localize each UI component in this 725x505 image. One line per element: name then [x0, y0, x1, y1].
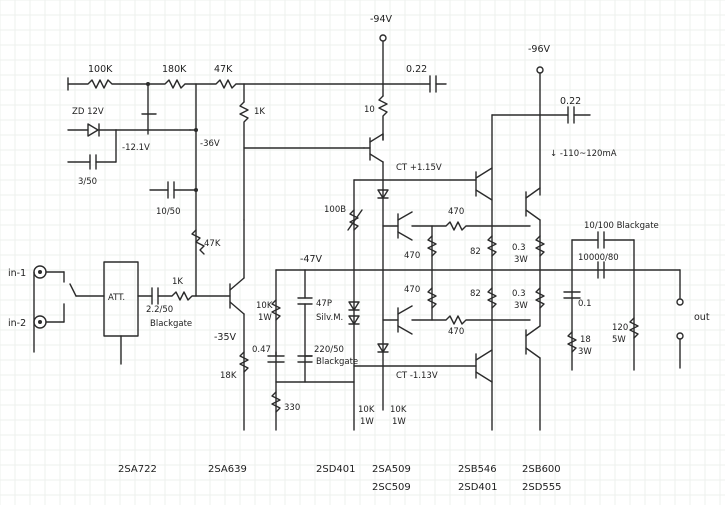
- resistor-47k-vertical: [191, 229, 205, 255]
- label-r1k-a: 1K: [254, 107, 265, 117]
- output-stage: [475, 167, 681, 431]
- bypass-cap-10-50: [149, 181, 198, 199]
- label-bg2: Blackgate: [316, 357, 358, 367]
- label-c47p: 47P: [316, 299, 332, 309]
- transistor-type-label: 2SA639: [208, 464, 247, 475]
- label-r47k-top: 47K: [214, 64, 233, 75]
- input-transistor-2sa639: [229, 83, 365, 431]
- label-c022-b: 0.22: [560, 96, 581, 107]
- output-network: [563, 231, 684, 371]
- label-in1: in-1: [8, 268, 26, 279]
- label-c10000: 10000/80: [578, 253, 619, 263]
- label-c220: 220/50: [314, 345, 344, 355]
- label-r47k-v: 47K: [204, 239, 221, 249]
- transistor-type-label: 2SB546: [458, 464, 497, 475]
- label-r470-c: 470: [404, 285, 420, 295]
- rail-96v: [491, 66, 591, 431]
- label-w3-a: 3W: [514, 255, 528, 265]
- label-r470-b: 470: [404, 251, 420, 261]
- component-labels: -94V -96V -47V -35V -12.1V -36V in-1 in-2 out ATT…: [8, 14, 710, 427]
- label-c022-a: 0.22: [406, 64, 427, 75]
- label-mid: -47V: [300, 254, 323, 265]
- label-v1: -94V: [370, 14, 393, 25]
- label-r10k-a: 10K: [358, 405, 375, 415]
- rail-94v: [67, 34, 447, 141]
- bias-diodes: [347, 179, 477, 431]
- label-current: ↓ -110~120mA: [550, 149, 617, 159]
- label-r03-a: 0.3: [512, 243, 526, 253]
- label-r180k: 180K: [162, 64, 187, 75]
- label-ct-top: CT +1.15V: [396, 163, 442, 173]
- label-c047: 0.47: [252, 345, 271, 355]
- input-selector: [33, 265, 105, 353]
- label-w3-b: 3W: [514, 301, 528, 311]
- label-silm: Silv.M.: [316, 313, 343, 323]
- attenuator-block: [103, 261, 231, 365]
- label-r18: 18: [580, 335, 591, 345]
- label-r10: 10: [364, 105, 375, 115]
- label-w1-a: 1W: [360, 417, 374, 427]
- label-r120: 120: [612, 323, 628, 333]
- label-c10-50: 10/50: [156, 207, 181, 217]
- transistor-type-label: 2SC509: [372, 482, 411, 493]
- label-r82-a: 82: [470, 247, 481, 257]
- label-r470-d: 470: [448, 327, 464, 337]
- transistor-type-label: 2SD555: [522, 482, 562, 493]
- label-att: ATT.: [108, 293, 125, 303]
- label-vr100b: 100B: [324, 205, 346, 215]
- label-bg1: Blackgate: [150, 319, 192, 329]
- label-r100k: 100K: [88, 64, 113, 75]
- label-c3-50: 3/50: [78, 177, 97, 187]
- label-r1k-in: 1K: [172, 277, 183, 287]
- label-c10-100: 10/100 Blackgate: [584, 221, 659, 231]
- label-r330: 330: [284, 403, 300, 413]
- label-r82-b: 82: [470, 289, 481, 299]
- label-w3-c: 3W: [578, 347, 592, 357]
- label-w1-b: 1W: [392, 417, 406, 427]
- driver-transistors-2sa509-2sc509: [382, 211, 531, 335]
- transistor-legend: 2SA722 2SA639 2SD401 2SA509 2SC509 2SB546 2SD4…: [118, 464, 562, 493]
- label-out: out: [694, 312, 710, 323]
- feedback-network: [267, 269, 493, 431]
- label-w5: 5W: [612, 335, 626, 345]
- label-r10k-b: 10K: [390, 405, 407, 415]
- label-zener: -12.1V: [122, 143, 150, 153]
- label-r03-b: 0.3: [512, 289, 526, 299]
- label-w1: 1W: [258, 313, 272, 323]
- label-c01: 0.1: [578, 299, 592, 309]
- transistor-type-label: 2SA509: [372, 464, 411, 475]
- label-ct-bot: CT -1.13V: [396, 371, 438, 381]
- vas-transistor-2sd401: [363, 133, 384, 411]
- label-zd: ZD 12V: [72, 107, 104, 117]
- transistor-type-label: 2SB600: [522, 464, 561, 475]
- label-r10k-1w: 10K: [256, 301, 273, 311]
- label-c-in: 2.2/50: [146, 305, 173, 315]
- label-in-stage: -35V: [214, 332, 237, 343]
- transistor-type-label: 2SA722: [118, 464, 157, 475]
- label-in2: in-2: [8, 318, 26, 329]
- label-v36: -36V: [200, 139, 220, 149]
- transistor-type-label: 2SD401: [458, 482, 498, 493]
- transistor-type-label: 2SD401: [316, 464, 356, 475]
- label-v2: -96V: [528, 44, 551, 55]
- label-r470-a: 470: [448, 207, 464, 217]
- label-r18k: 18K: [220, 371, 237, 381]
